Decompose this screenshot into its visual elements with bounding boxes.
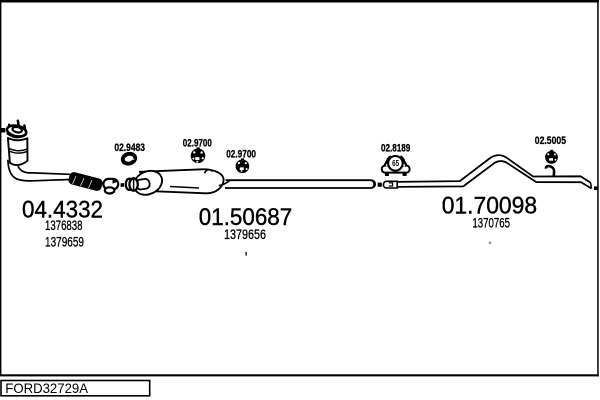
svg-text:02.9700: 02.9700 (226, 149, 256, 161)
svg-text:02.9483: 02.9483 (114, 142, 145, 154)
svg-text:01.50687: 01.50687 (199, 204, 292, 231)
svg-text:02.5005: 02.5005 (535, 135, 566, 147)
svg-text:65: 65 (392, 159, 399, 168)
svg-text:04.4332: 04.4332 (22, 196, 103, 223)
svg-text:1379656: 1379656 (224, 226, 266, 242)
svg-text:01.70098: 01.70098 (442, 193, 537, 220)
svg-text:1370765: 1370765 (472, 215, 510, 231)
svg-text:02.9700: 02.9700 (183, 137, 212, 149)
svg-text:1379659: 1379659 (45, 233, 84, 249)
svg-text:FORD32729A: FORD32729A (5, 380, 88, 396)
svg-text:1376838: 1376838 (45, 217, 83, 233)
svg-text:02.8189: 02.8189 (381, 142, 410, 154)
